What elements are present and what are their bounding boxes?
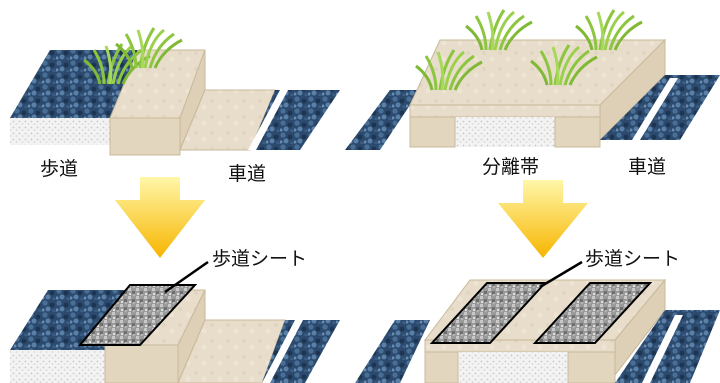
curb-front — [109, 117, 181, 156]
curb-step-side — [177, 289, 206, 383]
median-gravel-base — [455, 117, 555, 147]
median-sheet-left — [429, 282, 548, 344]
label-median: 分離帯 — [482, 156, 540, 178]
sidewalk-gravel-base — [10, 118, 110, 145]
sidewalk-gravel-base — [10, 350, 105, 383]
road-line — [248, 90, 288, 150]
median-sheet-right — [532, 282, 653, 344]
median-gravel-base — [458, 352, 568, 383]
top-right-scene — [345, 8, 720, 150]
label-sidewalk: 歩道 — [40, 158, 79, 180]
road-line — [632, 78, 678, 140]
label-roadway: 車道 — [228, 163, 267, 185]
down-arrow-icon — [498, 180, 588, 258]
road-line — [262, 320, 303, 383]
left-roadway-asphalt — [345, 90, 420, 150]
right-roadway-asphalt — [600, 75, 720, 140]
bottom-right-scene — [355, 278, 720, 383]
gutter-flat — [177, 319, 286, 383]
bottom-left-scene — [10, 284, 340, 383]
roadway-asphalt — [262, 320, 340, 383]
median-front-left — [424, 351, 459, 383]
label-sidewalk-sheet: 歩道シート — [585, 248, 681, 270]
top-left-scene — [10, 26, 340, 156]
left-roadway-asphalt — [355, 320, 430, 383]
median-front-top — [409, 104, 601, 118]
down-arrow-icon — [115, 177, 205, 258]
median-front-left — [409, 116, 456, 148]
label-sidewalk-sheet: 歩道シート — [212, 248, 308, 270]
label-roadway: 車道 — [628, 156, 667, 178]
sidewalk-asphalt — [10, 50, 138, 118]
median-front-right — [567, 351, 616, 383]
pointer-line-icon — [539, 260, 583, 289]
pointer-line-icon — [164, 260, 209, 294]
curb-front — [104, 344, 179, 383]
median-front-right — [554, 116, 601, 148]
road-line — [642, 315, 683, 383]
